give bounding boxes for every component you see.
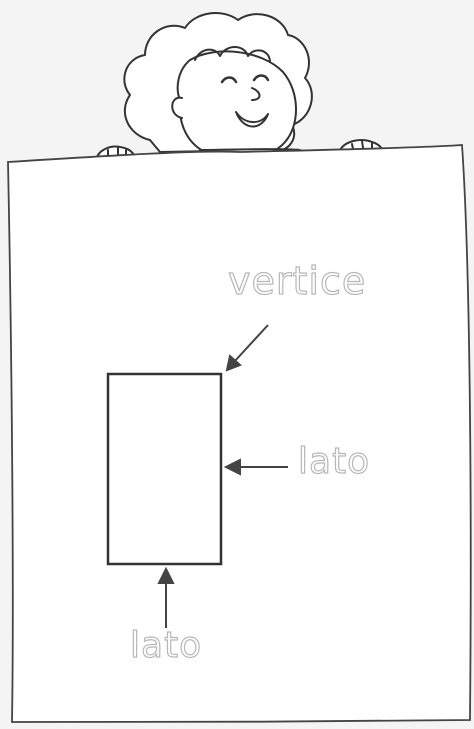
face-icon xyxy=(176,50,297,161)
side-right-arrow-icon xyxy=(223,458,288,476)
girl-icon xyxy=(95,12,385,168)
rectangle-shape xyxy=(106,372,223,566)
bangs-icon xyxy=(194,46,271,63)
right-eye-icon xyxy=(252,74,270,82)
side-bottom-arrow-icon xyxy=(157,566,175,628)
paper-sheet xyxy=(7,144,472,723)
vertex-arrow-icon xyxy=(225,324,269,372)
left-eye-icon xyxy=(220,76,238,84)
side-bottom-label: lato xyxy=(129,625,203,666)
vertex-label: vertice xyxy=(227,259,367,303)
side-right-label: lato xyxy=(297,441,371,482)
shoulders-icon xyxy=(199,148,301,151)
mouth-icon xyxy=(235,111,269,128)
ear-icon xyxy=(171,96,183,119)
nose-icon xyxy=(251,87,261,101)
